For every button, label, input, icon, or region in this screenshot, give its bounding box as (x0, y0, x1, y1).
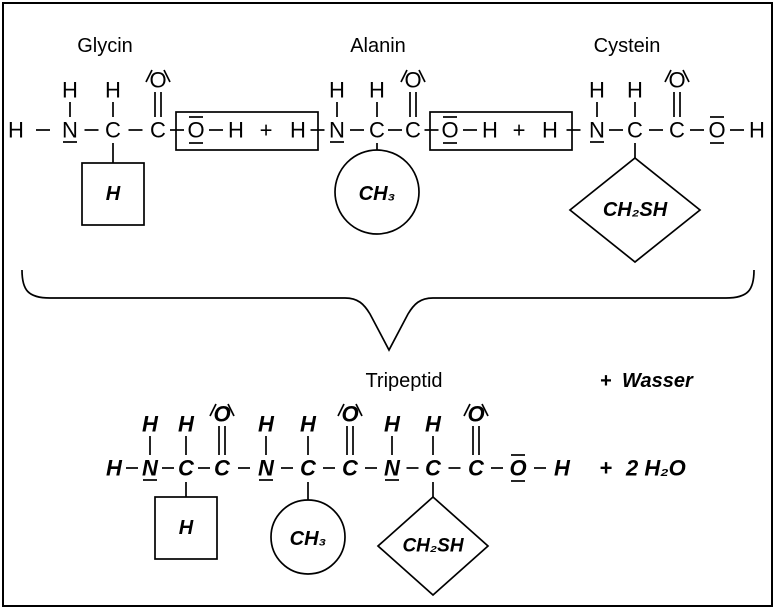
cystein-label: Cystein (594, 35, 661, 57)
hydrogen-atom: H (300, 412, 317, 437)
oxygen-atom: O (404, 68, 421, 93)
nitrogen-atom: N (329, 118, 345, 143)
wasser-label: Wasser (622, 370, 694, 392)
oxygen-atom: O (187, 118, 204, 143)
carbon-atom: C (425, 456, 442, 481)
carbon-atom: C (405, 118, 421, 143)
lone-pair (209, 403, 217, 417)
glycin-label: Glycin (77, 35, 133, 57)
hydrogen-atom: H (554, 456, 571, 481)
tripeptid-label: Tripeptid (365, 370, 442, 392)
hydrogen-atom: H (258, 412, 275, 437)
oxygen-atom: O (213, 402, 230, 427)
hydrogen-atom: H (8, 118, 24, 143)
tripeptide-side-chains: H CH₃ CH₂SH (154, 482, 490, 597)
carbon-atom: C (214, 456, 231, 481)
carbon-atom: C (342, 456, 359, 481)
reactant-labels: Glycin Alanin Cystein (77, 35, 660, 57)
oxygen-atom: O (668, 68, 685, 93)
oxygen-atom: O (441, 118, 458, 143)
hydrogen-atom: H (542, 118, 558, 143)
eliminated-water-box (175, 111, 319, 151)
eliminated-water-box (429, 111, 573, 151)
nitrogen-atom: N (142, 456, 159, 481)
alanin-side-chain-circle (334, 149, 420, 235)
water-elimination-boxes (175, 111, 573, 151)
water-product: + 2 H₂O (600, 456, 686, 481)
carbon-atom: C (627, 118, 643, 143)
hydrogen-atom: H (749, 118, 765, 143)
lone-pair (664, 69, 672, 83)
hydrogen-atom: H (482, 118, 498, 143)
alanin-side-chain: CH₃ (359, 183, 396, 205)
carbon-atom: C (468, 456, 485, 481)
hydrogen-atom: H (142, 412, 159, 437)
glycin-side-chain: H (106, 183, 121, 205)
hydrogen-atom: H (425, 412, 442, 437)
plus-sign: + (513, 118, 526, 143)
hydrogen-atom: H (369, 78, 385, 103)
hydrogen-atom: H (106, 456, 123, 481)
hydrogen-atom: H (62, 78, 78, 103)
lone-pair (355, 403, 363, 417)
alanin-label: Alanin (350, 35, 406, 57)
carbon-atom: C (300, 456, 317, 481)
oxygen-atom: O (341, 402, 358, 427)
lone-pair (463, 403, 471, 417)
carbon-atom: C (369, 118, 385, 143)
carbon-atom: C (150, 118, 166, 143)
glycin-side-chain-square (81, 162, 145, 226)
cystein-side-chain: CH₂SH (603, 199, 668, 221)
reactant-side-chains: H CH₃ CH₂SH (81, 143, 702, 264)
oxygen-atom: O (467, 402, 484, 427)
lone-pair (481, 403, 489, 417)
lone-pair (163, 69, 171, 83)
nitrogen-atom: N (589, 118, 605, 143)
lone-pair (337, 403, 345, 417)
cystein-residue-side-chain: CH₂SH (402, 536, 464, 557)
lone-pair (145, 69, 153, 83)
cystein-residue-diamond (376, 495, 490, 597)
lone-pair (400, 69, 408, 83)
hydrogen-atom: H (384, 412, 401, 437)
water-formula: 2 H₂O (625, 456, 686, 481)
oxygen-atom: O (149, 68, 166, 93)
hydrogen-atom: H (105, 78, 121, 103)
hydrogen-atom: H (329, 78, 345, 103)
alanin-residue-side-chain: CH₃ (290, 528, 327, 550)
lone-pair (227, 403, 235, 417)
oxygen-atom: O (509, 456, 526, 481)
carbon-atom: C (105, 118, 121, 143)
nitrogen-atom: N (384, 456, 401, 481)
plus-sign: + (600, 456, 613, 481)
hydrogen-atom: H (627, 78, 643, 103)
plus-sign: + (600, 370, 612, 392)
hydrogen-atom: H (178, 412, 195, 437)
hydrogen-atom: H (589, 78, 605, 103)
hydrogen-atom: H (290, 118, 306, 143)
reaction-brace-arrow (21, 269, 755, 352)
nitrogen-atom: N (62, 118, 78, 143)
oxygen-atom: O (708, 118, 725, 143)
alanin-residue-circle (270, 499, 346, 575)
hydrogen-atom: H (228, 118, 244, 143)
lone-pair (418, 69, 426, 83)
plus-sign: + (260, 118, 273, 143)
glycin-residue-side-chain: H (179, 517, 194, 539)
cystein-side-chain-diamond (568, 156, 702, 264)
carbon-atom: C (178, 456, 195, 481)
lone-pair (682, 69, 690, 83)
products-header: Tripeptid + Wasser (365, 370, 694, 392)
nitrogen-atom: N (258, 456, 275, 481)
carbon-atom: C (669, 118, 685, 143)
glycin-residue-square (154, 496, 218, 560)
